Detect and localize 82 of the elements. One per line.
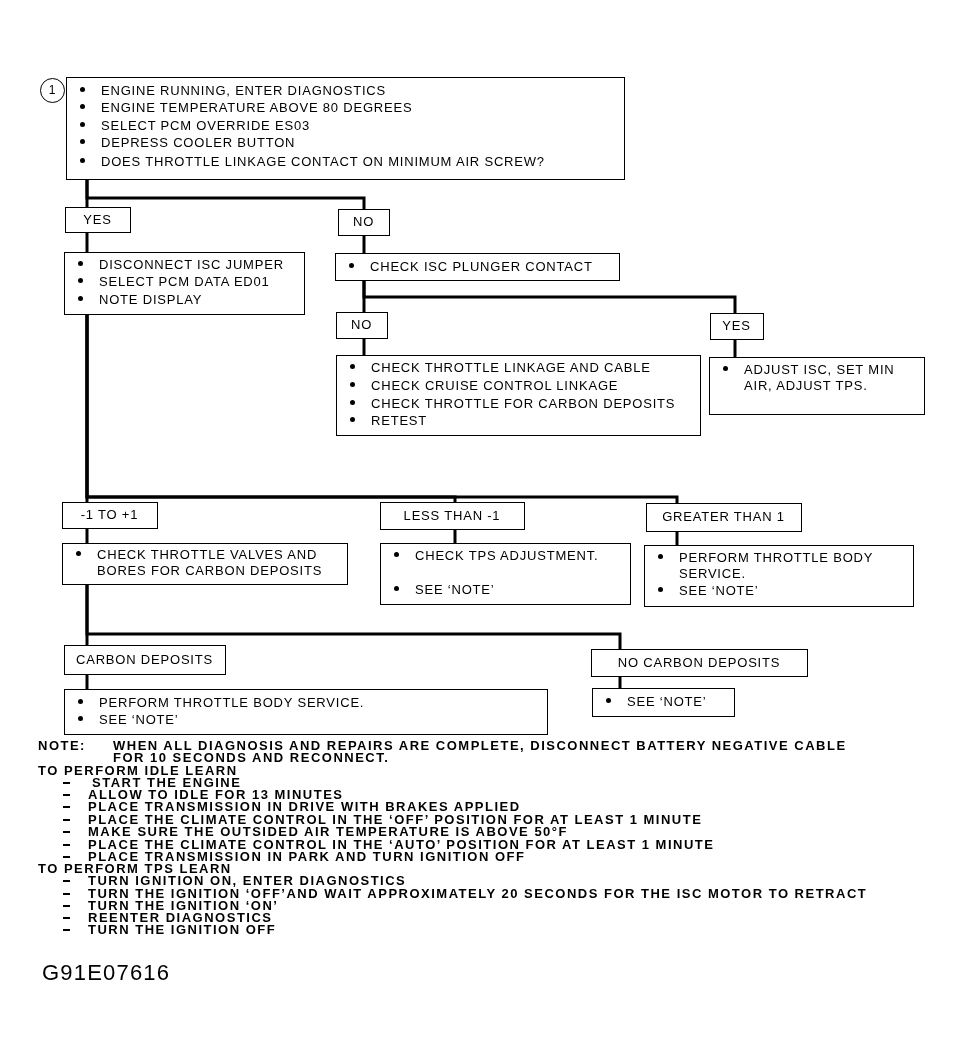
callout-number: 1 — [48, 81, 56, 98]
step-text: ENGINE TEMPERATURE ABOVE 80 DEGREES — [101, 99, 413, 116]
step-text: CHECK THROTTLE FOR CARBON DEPOSITS — [371, 395, 676, 412]
step-text: DOES THROTTLE LINKAGE CONTACT ON MINIMUM AIR SCREW? — [101, 153, 545, 170]
condition-text: YES — [722, 317, 751, 334]
connector-line — [453, 530, 457, 543]
connector-line — [362, 339, 366, 355]
step-text: SEE ‘NOTE’ — [627, 693, 707, 710]
procedure-step: START THE ENGINE — [92, 777, 242, 789]
action-box — [709, 357, 925, 415]
procedure-step: ALLOW TO IDLE FOR 13 MINUTES — [88, 789, 344, 801]
action-box — [336, 355, 701, 436]
step-text: CHECK TPS ADJUSTMENT. — [415, 547, 599, 564]
action-box — [66, 77, 625, 180]
condition-text: CARBON DEPOSITS — [76, 651, 213, 668]
step-text: CHECK THROTTLE VALVES AND BORES FOR CARBON DEPOSITS — [97, 546, 324, 579]
procedure-heading: TO PERFORM TPS LEARN — [38, 863, 232, 875]
action-box — [64, 689, 548, 735]
note-text: WHEN ALL DIAGNOSIS AND REPAIRS ARE COMPLETE, DISCONNECT BATTERY NEGATIVE CABLE FOR 10 SECONDS AND RECONNECT. — [113, 739, 848, 765]
step-text: SEE ‘NOTE’ — [415, 581, 495, 598]
connector-line — [733, 340, 737, 357]
condition-box — [591, 649, 808, 677]
connector-line — [675, 532, 679, 545]
connector-line — [85, 233, 89, 252]
connector-line — [85, 675, 89, 689]
condition-text: YES — [83, 211, 112, 228]
callout-circle — [40, 78, 65, 103]
step-text: SELECT PCM DATA ED01 — [99, 273, 270, 290]
procedure-step: PLACE THE CLIMATE CONTROL IN THE ‘AUTO’ POSITION FOR AT LEAST 1 MINUTE — [88, 839, 715, 851]
connector-line — [362, 281, 737, 313]
condition-text: LESS THAN -1 — [403, 507, 501, 524]
connector-line — [85, 585, 622, 649]
step-text: DISCONNECT ISC JUMPER — [99, 256, 284, 273]
step-text: NOTE DISPLAY — [99, 291, 203, 308]
condition-text: NO — [352, 213, 375, 230]
step-text: DEPRESS COOLER BUTTON — [101, 134, 296, 151]
action-box — [335, 253, 620, 281]
procedure-step: PLACE THE CLIMATE CONTROL IN THE ‘OFF’ POSITION FOR AT LEAST 1 MINUTE — [88, 814, 703, 826]
step-text: ENGINE RUNNING, ENTER DIAGNOSTICS — [101, 82, 386, 99]
procedure-step: TURN THE IGNITION ‘OFF’AND WAIT APPROXIMATELY 20 SECONDS FOR THE ISC MOTOR TO RETRACT — [88, 888, 868, 900]
condition-box — [710, 313, 764, 340]
step-text: RETEST — [371, 412, 428, 429]
figure-code: G91E07616 — [42, 961, 171, 985]
connector-line — [85, 180, 366, 209]
condition-box — [646, 503, 802, 532]
procedure-step: TURN THE IGNITION ‘ON’ — [88, 900, 279, 912]
step-text: CHECK CRUISE CONTROL LINKAGE — [371, 377, 619, 394]
procedure-step: TURN IGNITION ON, ENTER DIAGNOSTICS — [88, 875, 407, 887]
step-text: SEE ‘NOTE’ — [99, 711, 179, 728]
connector-line — [618, 677, 622, 688]
step-text: CHECK THROTTLE LINKAGE AND CABLE — [371, 359, 651, 376]
connector-line — [85, 315, 679, 504]
procedure-step: REENTER DIAGNOSTICS — [88, 912, 273, 924]
connector-line — [85, 529, 89, 543]
note-label: NOTE: — [38, 740, 86, 752]
action-box — [380, 543, 631, 605]
condition-box — [65, 207, 131, 233]
condition-text: GREATER THAN 1 — [662, 508, 785, 525]
step-text: CHECK ISC PLUNGER CONTACT — [370, 258, 593, 275]
condition-box — [336, 312, 388, 339]
condition-text: NO — [350, 316, 373, 333]
condition-box — [380, 502, 525, 530]
condition-box — [62, 502, 158, 529]
procedure-step: TURN THE IGNITION OFF — [88, 924, 277, 936]
action-box — [592, 688, 735, 717]
condition-text: NO CARBON DEPOSITS — [617, 654, 781, 671]
connector-line — [362, 236, 366, 253]
step-text: PERFORM THROTTLE BODY SERVICE. — [99, 694, 365, 711]
action-box — [62, 543, 348, 585]
step-text: ADJUST ISC, SET MIN AIR, ADJUST TPS. — [744, 361, 896, 394]
procedure-step: MAKE SURE THE OUTSIDED AIR TEMPERATURE IS ABOVE 50°F — [88, 826, 568, 838]
step-text: SELECT PCM OVERRIDE ES03 — [101, 117, 310, 134]
procedure-heading: TO PERFORM IDLE LEARN — [38, 765, 238, 777]
condition-box — [64, 645, 226, 675]
procedure-step: PLACE TRANSMISSION IN PARK AND TURN IGNITION OFF — [88, 851, 526, 863]
step-text: PERFORM THROTTLE BODY SERVICE. — [679, 549, 874, 582]
action-box — [64, 252, 305, 315]
procedure-step: PLACE TRANSMISSION IN DRIVE WITH BRAKES APPLIED — [88, 801, 521, 813]
condition-box — [338, 209, 390, 236]
step-text: SEE ‘NOTE’ — [679, 582, 759, 599]
condition-text: -1 TO +1 — [80, 506, 139, 523]
action-box — [644, 545, 914, 607]
